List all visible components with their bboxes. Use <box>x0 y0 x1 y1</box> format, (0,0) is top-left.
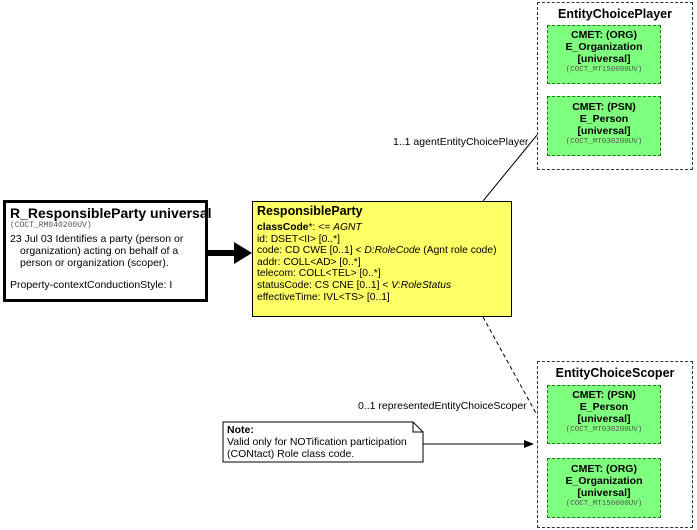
note-line1: Valid only for NOTification participatio… <box>227 436 407 448</box>
attr-code-c: (Agnt role code) <box>420 245 497 257</box>
class-title: ResponsibleParty <box>257 204 363 218</box>
entry-desc-line3: person or organization (scoper). <box>20 257 169 269</box>
classcode-suffix: *: <= <box>308 222 334 233</box>
player-cmet-person[interactable]: CMET: (PSN) E_Person [universal] (COCT_M… <box>547 96 661 156</box>
entry-point-title: R_ResponsibleParty universal <box>10 205 212 221</box>
player-cmet2-line1: CMET: (PSN) <box>572 101 636 113</box>
scoper-cmet2-line2: E_Organization <box>565 475 643 487</box>
attr-id: id: DSET<II> [0..*] <box>257 233 340 245</box>
attr-effective: effectiveTime: IVL<TS> [0..1] <box>257 291 390 303</box>
scoper-cmet-organization[interactable]: CMET: (ORG) E_Organization [universal] (… <box>547 458 661 518</box>
entry-desc-line1: 23 Jul 03 Identifies a party (person or <box>10 233 184 245</box>
attr-status-a: statusCode: CS CNE [0..1] < <box>257 279 392 291</box>
note-line2: (CONtact) Role class code. <box>227 448 355 460</box>
player-cmet1-code: (COCT_MT150000UV) <box>565 66 643 74</box>
note-outline <box>222 421 424 463</box>
attr-classcode: classCode*: <= AGNT <box>257 222 507 234</box>
classcode-label: classCode <box>257 222 309 233</box>
classcode-value: AGNT <box>333 222 362 233</box>
player-cmet2-code: (COCT_MT030200UV) <box>565 138 643 146</box>
attr-addr: addr: COLL<AD> [0..*] <box>257 256 361 268</box>
attr-code-b: D:RoleCode <box>364 245 421 257</box>
scoper-cmet2-line1: CMET: (ORG) <box>571 463 637 475</box>
entry-point-style: Property-contextConductionStyle: I <box>10 279 173 291</box>
note-heading: Note: <box>227 424 254 436</box>
scoper-cmet1-line1: CMET: (PSN) <box>572 389 636 401</box>
player-cmet1-line3: [universal] <box>577 53 631 65</box>
player-title: EntityChoicePlayer <box>558 7 672 21</box>
scoper-cmet2-line3: [universal] <box>577 487 631 499</box>
scoper-cmet-person[interactable]: CMET: (PSN) E_Person [universal] (COCT_M… <box>547 385 661 444</box>
note-pointer-arrow <box>524 440 534 448</box>
entry-point-box[interactable]: R_ResponsibleParty universal (COCT_RM040… <box>3 200 212 302</box>
entry-point-description: 23 Jul 03 Identifies a party (person or … <box>10 233 201 269</box>
note-fold <box>412 422 423 433</box>
scoper-title: EntityChoiceScoper <box>555 366 675 380</box>
player-cmet-organization[interactable]: CMET: (ORG) E_Organization [universal] (… <box>547 25 661 84</box>
attr-code: code: CD CWE [0..1] < D:RoleCode (Agnt r… <box>257 245 507 257</box>
player-cmet2-line2: E_Person <box>579 113 629 125</box>
attr-code-a: code: CD CWE [0..1] < <box>257 245 365 257</box>
entry-desc-line2: organization) acting on behalf of a <box>20 245 179 257</box>
entry-arrow-head <box>234 242 252 264</box>
scoper-association-label: 0..1 representedEntityChoiceScoper <box>358 400 527 412</box>
responsible-party-class[interactable]: ResponsibleParty classCode*: <= AGNT id:… <box>252 201 512 317</box>
scoper-cmet1-line3: [universal] <box>577 413 631 425</box>
player-cmet2-line3: [universal] <box>577 125 631 137</box>
scoper-cmet2-code: (COCT_MT150000UV) <box>565 500 643 508</box>
attr-status-b: V:RoleStatus <box>391 279 452 291</box>
scoper-cmet1-code: (COCT_MT030200UV) <box>565 426 643 434</box>
player-association-line <box>482 134 538 202</box>
attr-status: statusCode: CS CNE [0..1] < V:RoleStatus <box>257 280 507 292</box>
player-association-label: 1..1 agentEntityChoicePlayer <box>393 136 529 148</box>
player-cmet1-line2: E_Organization <box>565 41 643 53</box>
scoper-cmet1-line2: E_Person <box>579 401 629 413</box>
scoper-association-line <box>482 316 538 416</box>
player-cmet1-line1: CMET: (ORG) <box>571 29 637 41</box>
note-box[interactable]: Note: Valid only for NOTification partic… <box>223 422 423 462</box>
note-text: Note: Valid only for NOTification partic… <box>227 424 407 460</box>
attr-telecom: telecom: COLL<TEL> [0..*] <box>257 268 381 280</box>
entry-point-code: (COCT_RM040200UV) <box>10 221 92 230</box>
